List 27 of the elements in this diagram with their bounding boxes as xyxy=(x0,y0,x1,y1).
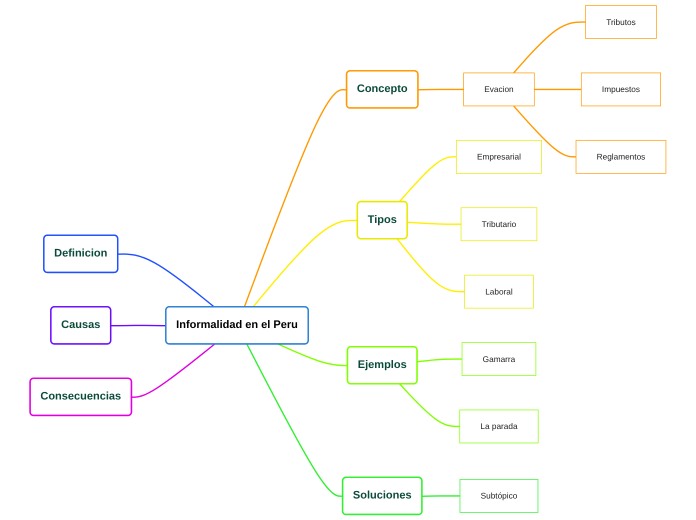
connector xyxy=(396,238,465,292)
connector xyxy=(246,344,343,497)
node-box: Empresarial xyxy=(456,140,542,174)
node-box: La parada xyxy=(459,410,539,444)
connector xyxy=(118,253,215,308)
node-box: Impuestos xyxy=(580,72,661,106)
node-box: Subtópico xyxy=(460,479,538,513)
connector xyxy=(132,344,215,398)
connector xyxy=(422,495,460,497)
connector xyxy=(534,88,582,90)
node-box: Gamarra xyxy=(462,342,536,376)
connector xyxy=(398,156,456,202)
node-box: Reglamentos xyxy=(576,140,666,174)
connector xyxy=(244,89,347,308)
connector xyxy=(252,220,358,308)
connector xyxy=(513,105,576,158)
node-box: Evacion xyxy=(463,72,535,106)
connector xyxy=(111,324,166,326)
connector xyxy=(418,88,464,90)
node-box: Tributos xyxy=(585,5,657,39)
node-box: Laboral xyxy=(464,274,534,308)
connector xyxy=(417,358,462,362)
connector xyxy=(513,21,586,74)
connector xyxy=(407,222,462,225)
connector xyxy=(399,384,460,428)
connector xyxy=(278,344,348,366)
node-box: Tributario xyxy=(460,207,538,242)
